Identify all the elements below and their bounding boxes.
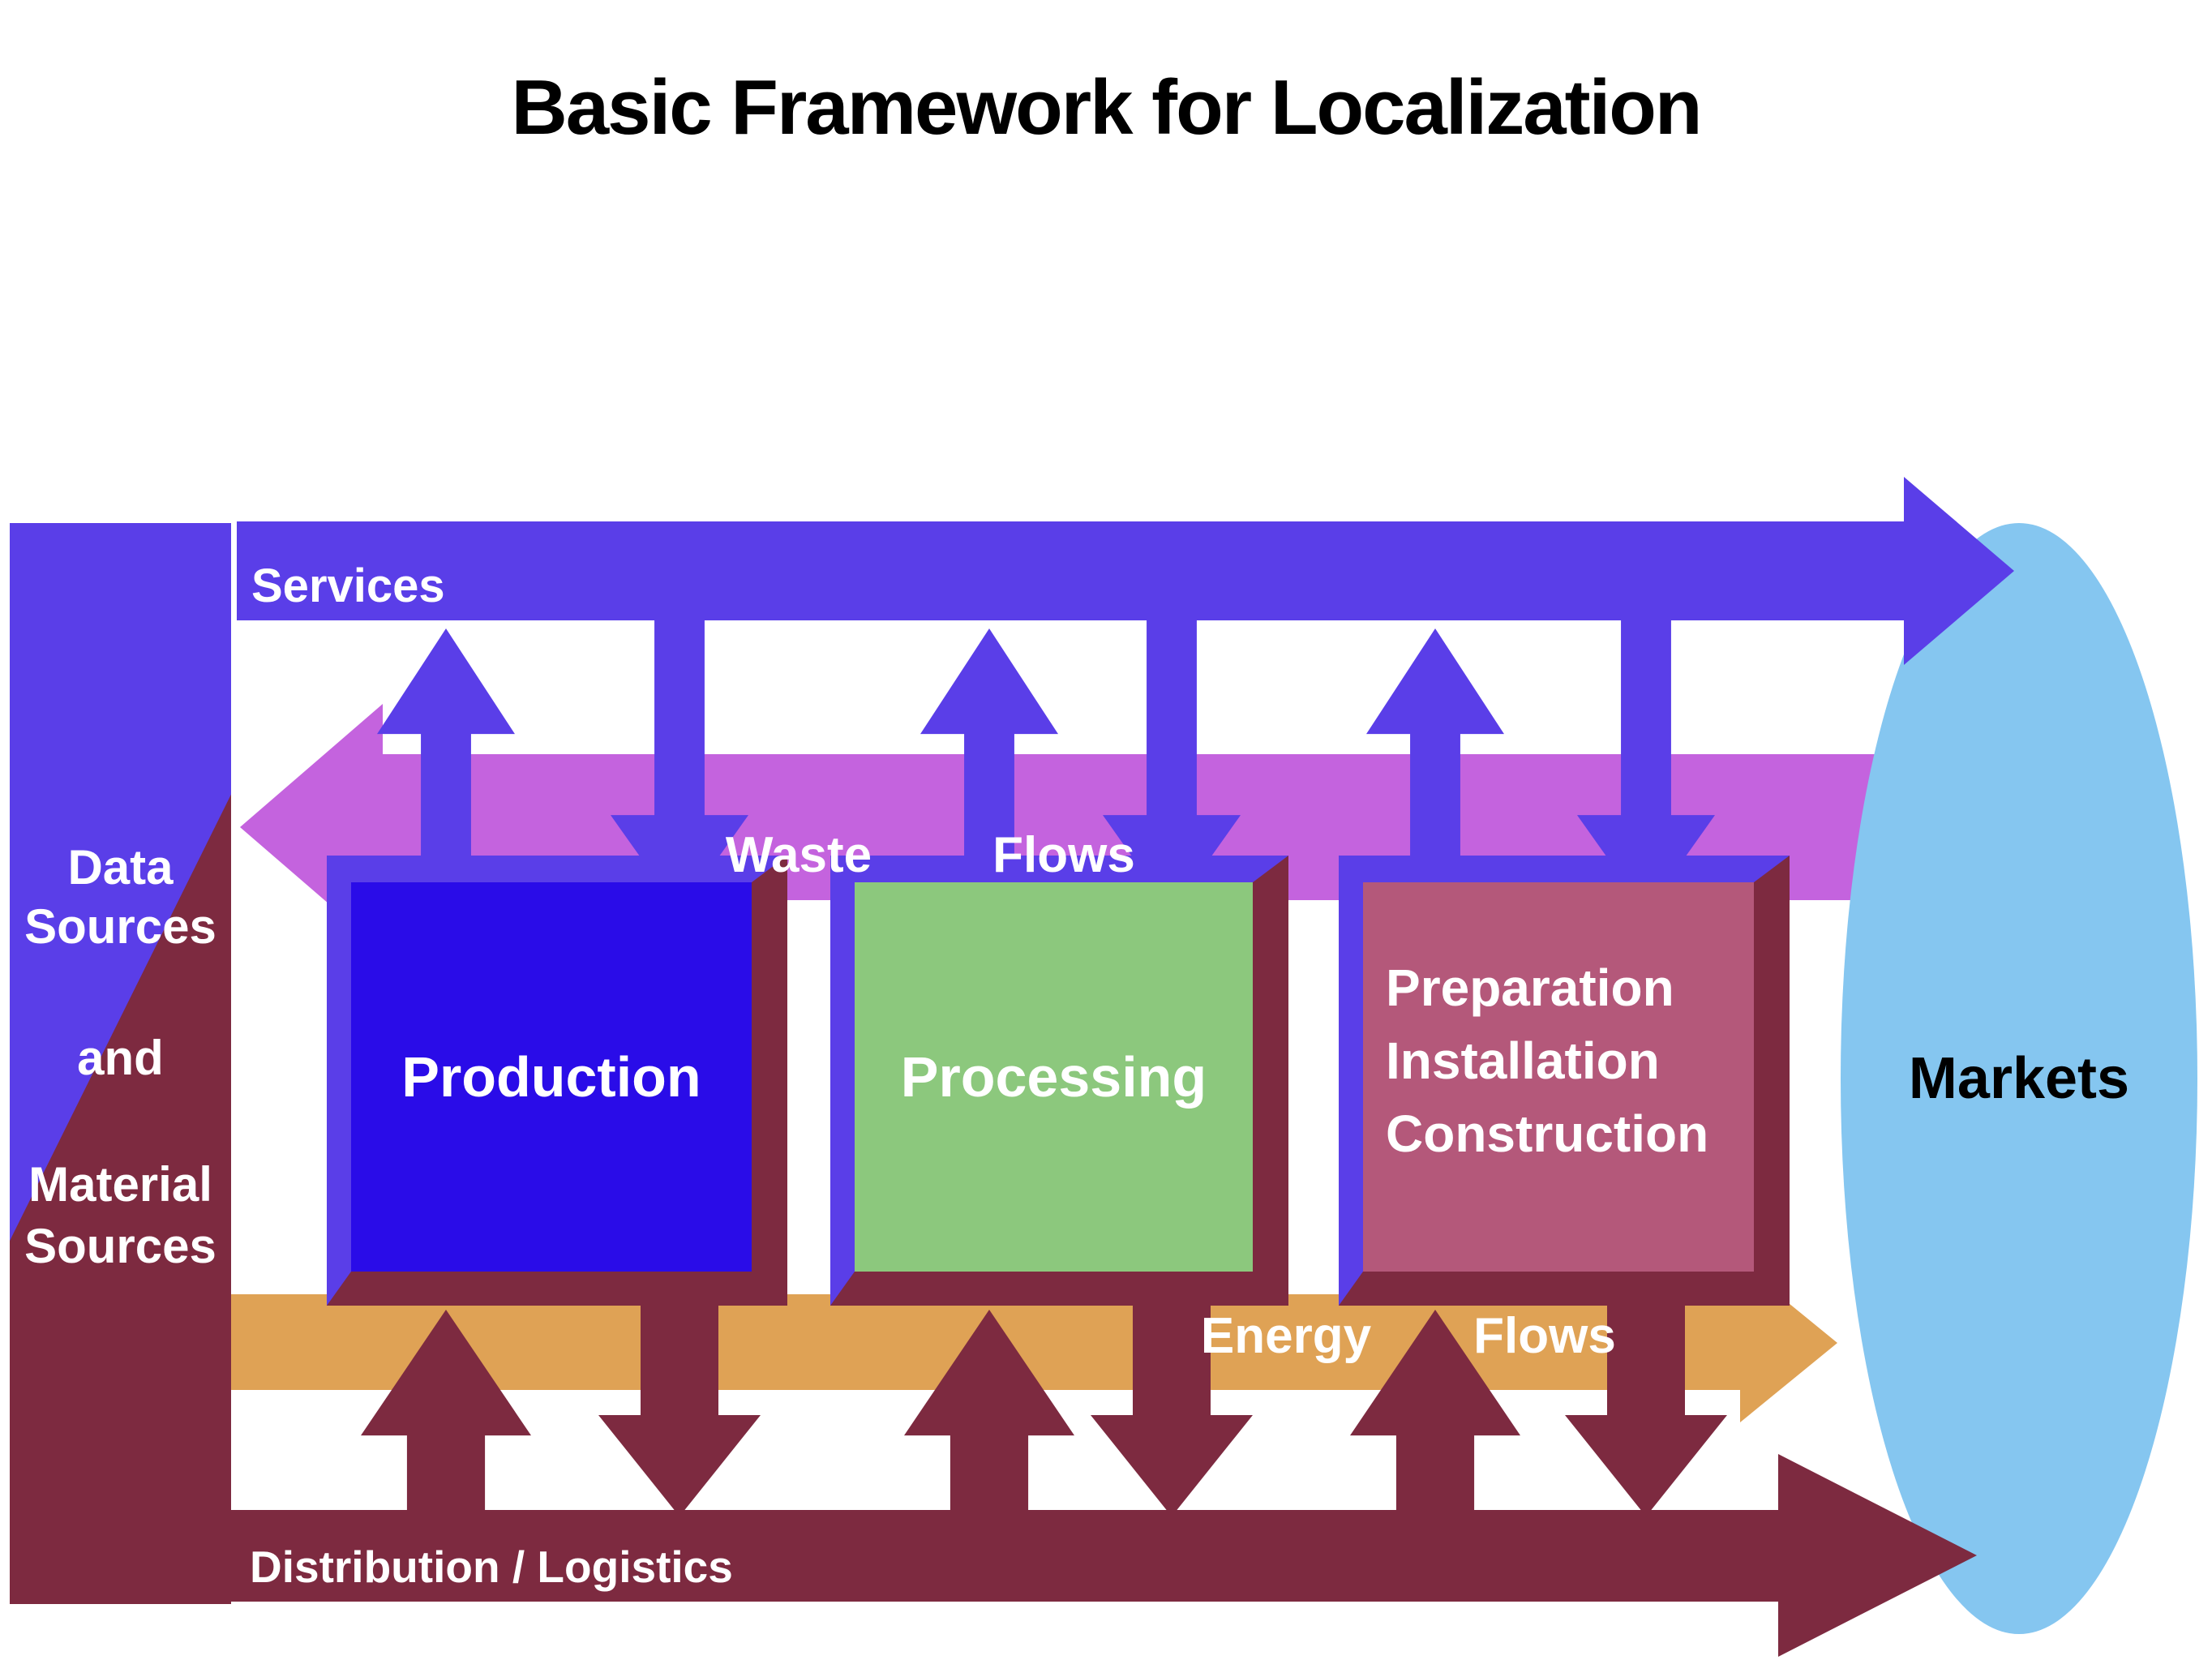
sources-line-sources2: Sources xyxy=(24,1219,216,1273)
preparation-label-line2: Installation xyxy=(1386,1032,1660,1090)
preparation-label-line3: Construction xyxy=(1386,1105,1709,1163)
preparation-label-line1: Preparation xyxy=(1386,959,1674,1017)
production-label: Production xyxy=(401,1045,701,1109)
sources-line-data: Data xyxy=(67,840,174,894)
processing-box: Processing xyxy=(830,856,1288,1306)
production-box: Production xyxy=(327,856,787,1306)
services-flow-arrow xyxy=(237,521,1905,620)
sources-line-material: Material xyxy=(28,1157,212,1212)
distribution-label: Distribution / Logistics xyxy=(250,1542,733,1592)
distribution-flow-arrow xyxy=(134,1510,1780,1602)
markets-ellipse: Markets xyxy=(1841,523,2197,1634)
waste-label-word2: Flows xyxy=(992,827,1135,883)
services-label: Services xyxy=(251,560,445,612)
markets-label: Markets xyxy=(1908,1046,2130,1111)
page-title: Basic Framework for Localization xyxy=(511,64,1702,151)
sources-line-sources: Sources xyxy=(24,899,216,954)
waste-label-word1: Waste xyxy=(725,827,872,883)
preparation-box: Preparation Installation Construction xyxy=(1339,856,1790,1306)
sources-line-and: and xyxy=(77,1031,164,1085)
processing-label: Processing xyxy=(900,1045,1207,1109)
energy-label-word1: Energy xyxy=(1200,1308,1372,1364)
energy-label-word2: Flows xyxy=(1473,1308,1616,1364)
